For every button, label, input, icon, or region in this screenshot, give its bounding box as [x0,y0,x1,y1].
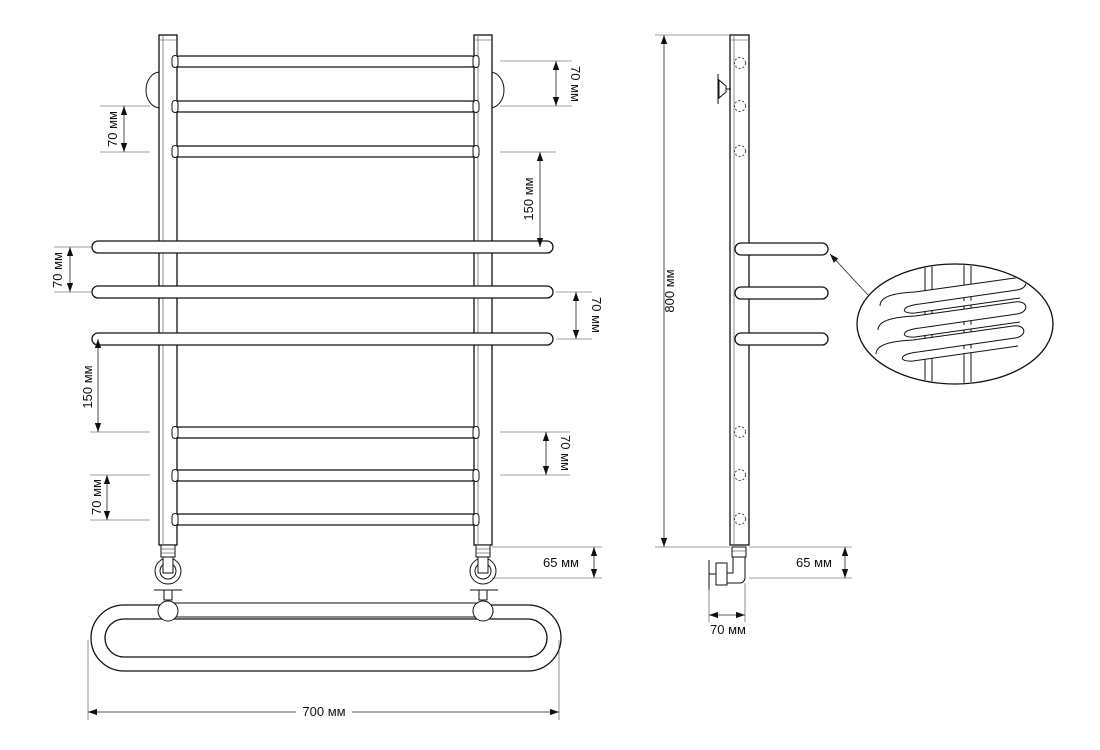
dim-long-bar-spacing-right: 70 мм [556,291,604,340]
dim-label: 70 мм [568,66,583,102]
rung [171,100,480,113]
detail-callout [829,253,1054,385]
right-connection-fitting [469,544,497,585]
dim-label: 800 мм [662,269,677,312]
right-wall-mount [470,589,498,622]
front-view: 70 мм 70 мм 150 мм 70 мм 70 мм [50,34,604,720]
side-bars [734,242,829,346]
rung [171,469,480,482]
dim-label: 70 мм [589,297,604,333]
dim-label: 65 мм [796,555,832,570]
dim-label: 700 мм [302,704,345,719]
right-top-bracket [489,71,505,109]
dim-gap-to-long-bars-right: 150 мм [500,151,556,247]
rung [171,426,480,439]
dim-side-connection-offset: 65 мм [749,546,852,579]
dim-overall-height: 800 мм [655,34,730,548]
rung [171,55,480,68]
dim-label: 70 мм [89,479,104,515]
dim-label: 150 мм [80,365,95,408]
detail-zoom [875,265,1027,383]
dim-long-bar-spacing-left: 70 мм [50,246,92,293]
dim-gap-below-long-bars-left: 150 мм [80,339,150,433]
dim-label: 70 мм [105,111,120,147]
riser-holes [734,57,746,525]
dim-top-rung-spacing-right: 70 мм [500,60,583,107]
dim-label: 70 мм [710,622,746,637]
side-top-bracket [717,74,731,104]
dim-label: 150 мм [521,177,536,220]
dim-label: 70 мм [558,435,573,471]
side-view: 800 мм 65 мм 70 мм [655,34,1054,637]
dim-connection-offset: 65 мм [492,546,602,579]
dim-label: 70 мм [50,252,65,288]
rung [171,513,480,526]
side-connection-fitting [708,546,747,590]
dim-overall-width: 700 мм [87,640,560,720]
long-bar [91,332,554,346]
long-bar [91,285,554,299]
bottom-rungs [171,426,480,526]
left-wall-mount [154,589,182,622]
dim-wall-distance: 70 мм [708,583,746,637]
plan-view [90,589,562,672]
dim-label: 65 мм [543,555,579,570]
dim-top-rung-spacing-left: 70 мм [100,105,150,153]
left-connection-fitting [154,544,182,585]
dim-bottom-rung-spacing-left: 70 мм [89,474,150,521]
rung [171,145,480,158]
left-top-bracket [145,71,161,109]
long-bar [91,240,554,254]
top-rungs [171,55,480,158]
dim-bottom-rung-spacing-right: 70 мм [500,431,573,476]
